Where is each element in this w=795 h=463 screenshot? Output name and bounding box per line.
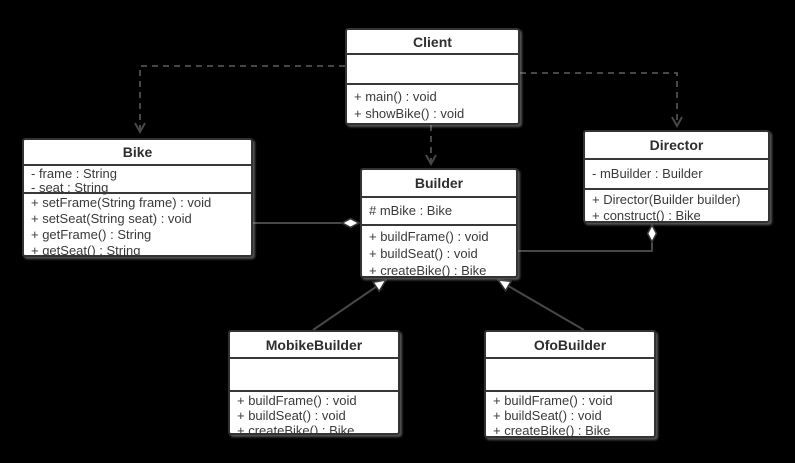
- mobikebuilder-attributes-compartment: [230, 357, 398, 390]
- ofobuilder-attributes-compartment: [486, 357, 654, 390]
- method-row: + buildSeat() : void: [237, 408, 346, 423]
- class-title-client: Client: [413, 33, 452, 50]
- method-row: + main() : void: [354, 89, 437, 104]
- class-box-builder: Builder # mBike : Bike + buildFrame() : …: [360, 168, 518, 278]
- client-attributes-compartment: [347, 53, 518, 83]
- class-title-ofobuilder: OfoBuilder: [533, 336, 607, 353]
- ofobuilder-methods-compartment: + buildFrame() : void + buildSeat() : vo…: [486, 390, 654, 438]
- client-methods-compartment: + main() : void + showBike() : void: [347, 83, 518, 122]
- class-title-builder: Builder: [414, 175, 464, 191]
- method-row: + buildFrame() : void: [369, 229, 489, 244]
- class-box-client: Client + main() : void + showBike() : vo…: [345, 28, 520, 125]
- attribute-row: - mBuilder : Builder: [592, 166, 703, 181]
- class-box-director: Director - mBuilder : Builder + Director…: [583, 130, 770, 223]
- method-row: + buildFrame() : void: [237, 393, 357, 408]
- method-row: + setFrame(String frame) : void: [31, 195, 212, 210]
- class-box-mobikebuilder: MobikeBuilder + buildFrame() : void + bu…: [228, 330, 400, 435]
- attribute-row: - seat : String: [31, 180, 109, 195]
- method-row: + construct() : Bike: [592, 208, 701, 223]
- builder-attributes-compartment: # mBike : Bike: [362, 196, 516, 224]
- generalization-ofobuilder-builder: [498, 280, 585, 331]
- method-row: + createBike() : Bike: [369, 263, 487, 278]
- builder-methods-compartment: + buildFrame() : void + buildSeat() : vo…: [362, 224, 516, 278]
- generalization-mobikebuilder-builder: [312, 280, 386, 331]
- director-methods-compartment: + Director(Builder builder) + construct(…: [585, 188, 768, 223]
- dependency-client-director: [520, 72, 677, 126]
- method-row: + createBike() : Bike: [237, 423, 355, 435]
- method-row: + getFrame() : String: [31, 227, 152, 242]
- method-row: + createBike() : Bike: [493, 423, 611, 438]
- bike-attributes-compartment: - frame : String - seat : String: [24, 164, 251, 195]
- method-row: + Director(Builder builder): [592, 192, 741, 207]
- class-title-director: Director: [649, 137, 704, 153]
- method-row: + buildSeat() : void: [493, 408, 602, 423]
- bike-methods-compartment: + setFrame(String frame) : void + setSea…: [24, 192, 251, 257]
- method-row: + buildSeat() : void: [369, 246, 478, 261]
- director-attributes-compartment: - mBuilder : Builder: [585, 158, 768, 188]
- method-row: + getSeat() : String: [31, 243, 141, 257]
- dependency-client-bike: [140, 65, 345, 132]
- class-box-bike: Bike - frame : String - seat : String + …: [22, 138, 253, 257]
- attribute-row: - frame : String: [31, 166, 117, 181]
- class-title-mobikebuilder: MobikeBuilder: [265, 336, 363, 353]
- attribute-row: # mBike : Bike: [369, 203, 453, 218]
- class-title-bike: Bike: [122, 144, 153, 160]
- method-row: + showBike() : void: [354, 106, 465, 121]
- method-row: + buildFrame() : void: [493, 393, 613, 408]
- mobikebuilder-methods-compartment: + buildFrame() : void + buildSeat() : vo…: [230, 390, 398, 435]
- method-row: + setSeat(String seat) : void: [31, 211, 192, 226]
- class-box-ofobuilder: OfoBuilder + buildFrame() : void + build…: [484, 330, 656, 438]
- aggregation-director-builder: [518, 225, 652, 252]
